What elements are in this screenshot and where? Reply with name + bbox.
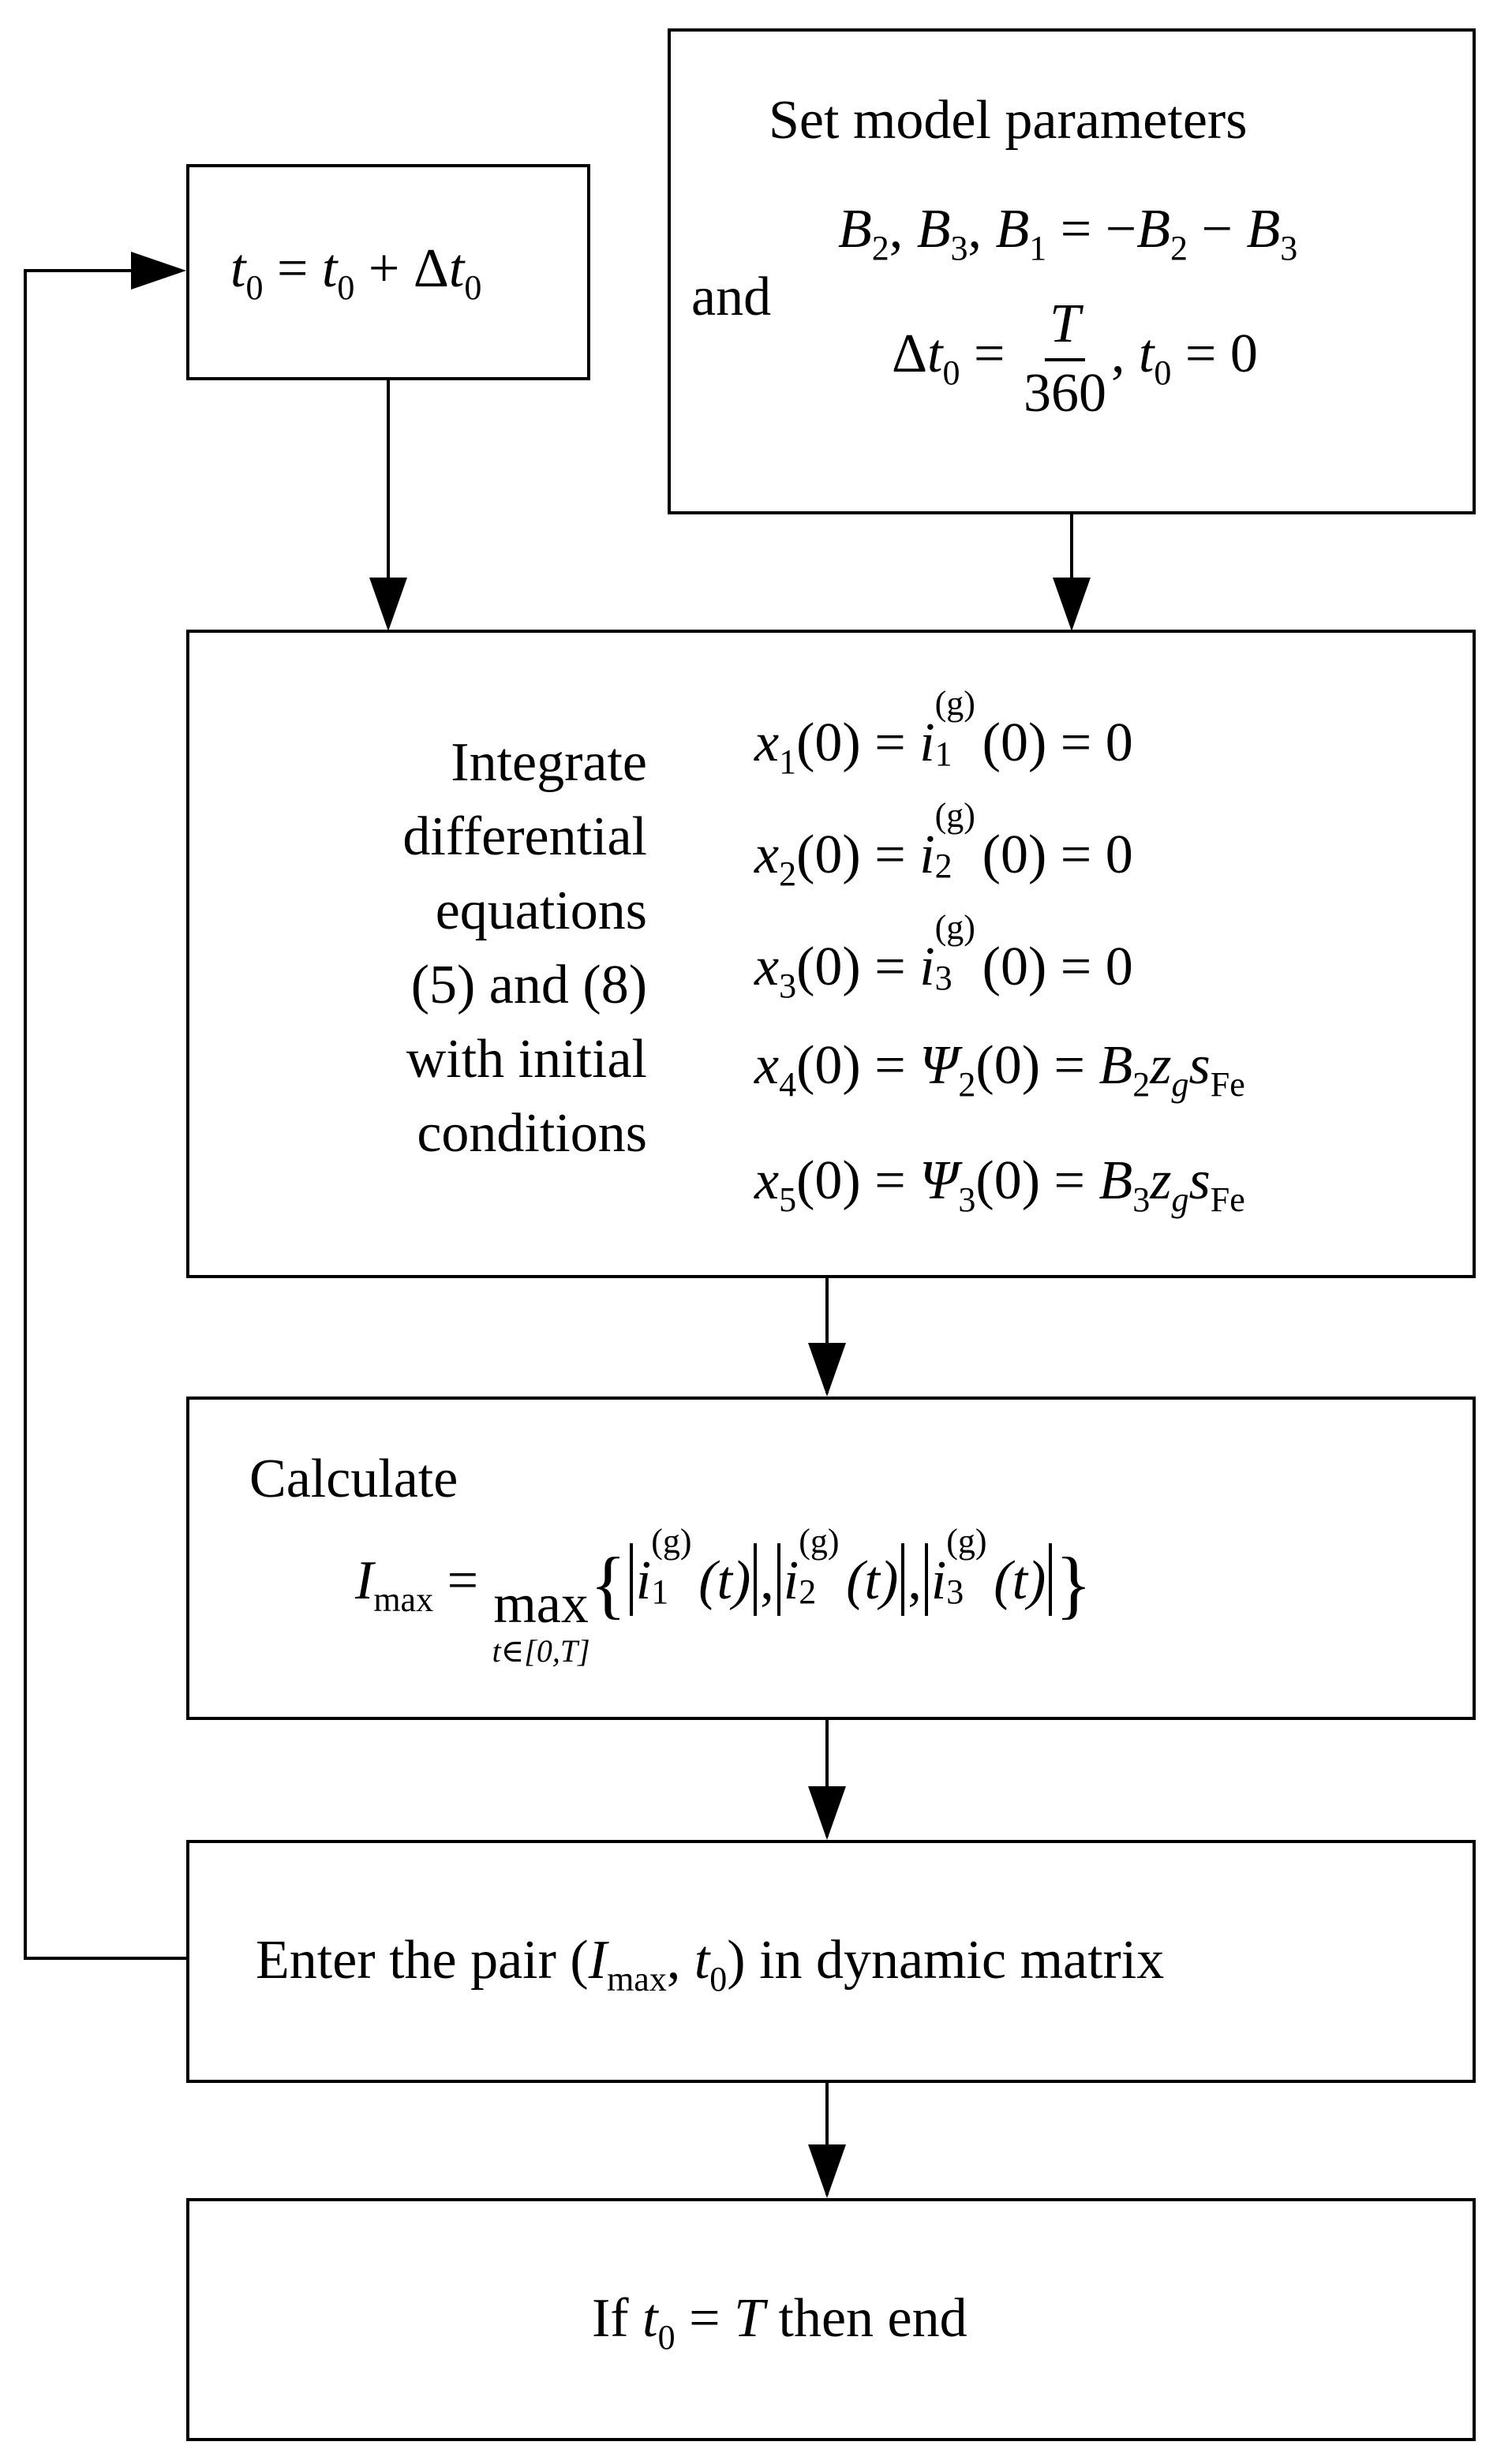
enter-pair-text: Enter the pair (Imax, t0) in dynamic mat… [256,1930,1165,1998]
params-b-line: B2, B3, B1 = −B2 − B3 [838,199,1298,267]
integrate-line-1: Integrate [451,732,647,793]
update-t0-box [186,164,590,380]
arrowhead-loop-back [131,252,186,290]
calculate-title: Calculate [249,1449,458,1509]
update-t0-formula: t0 = t0 + Δt0 [230,238,482,307]
arrowhead-update-to-integrate [369,578,407,631]
initial-condition-x5: x5(0) = Ψ3(0) = B3zgsFe [754,1150,1245,1219]
integrate-line-3: equations [435,881,647,941]
calculate-box [186,1397,1476,1720]
initial-condition-x1: x1(0) = i(g)1(0) = 0 [754,684,1133,781]
end-condition-text: If t0 = T then end [592,2288,967,2357]
arrowhead-integrate-to-calc [808,1343,846,1397]
integrate-line-4: (5) and (8) [410,955,647,1015]
initial-condition-x2: x2(0) = i(g)2(0) = 0 [754,796,1133,893]
model-parameters-box [668,28,1476,514]
enter-pair-box [186,1840,1476,2083]
arrowhead-enter-to-end [808,2144,846,2198]
integrate-box [186,630,1476,1278]
initial-condition-x4: x4(0) = Ψ2(0) = B2zgsFe [754,1035,1245,1104]
arrowhead-params-to-integrate [1053,578,1091,631]
params-title: Set model parameters [769,90,1248,151]
params-and-label: and [691,267,772,327]
loop-back-line [24,269,188,1960]
end-condition-box [186,2198,1476,2441]
integrate-description: Integrate differential equations (5) and… [284,726,647,1171]
initial-condition-x3: x3(0) = i(g)3(0) = 0 [754,908,1133,1005]
integrate-line-2: differential [402,806,647,867]
arrowhead-calc-to-enter [808,1786,846,1840]
integrate-line-5: with initial [406,1029,647,1090]
integrate-line-6: conditions [417,1103,647,1164]
